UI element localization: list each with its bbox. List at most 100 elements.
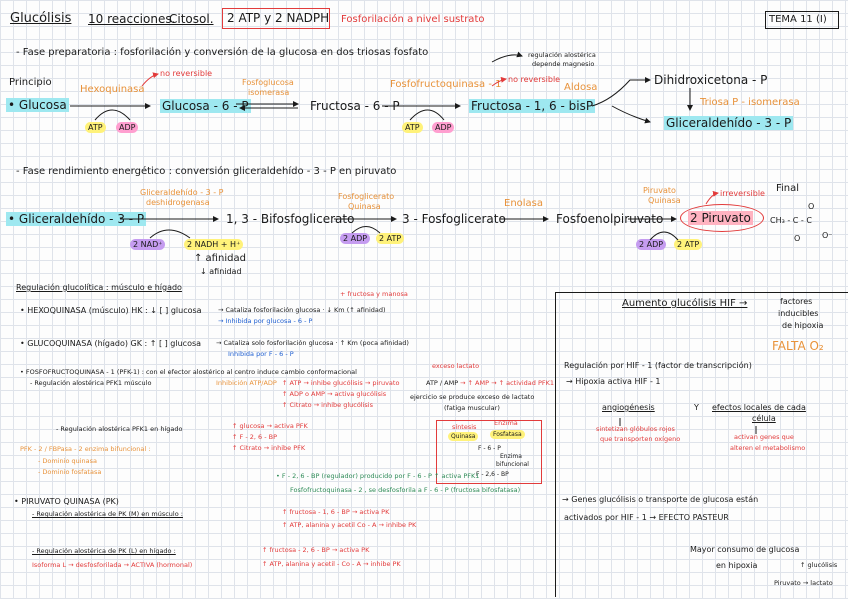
glucosa: • Glucosa bbox=[6, 98, 69, 112]
fase1-reg2: depende magnesio bbox=[532, 60, 595, 68]
atp-box bbox=[222, 8, 330, 29]
pfk-a2: ↑ ADP o AMP → activa glucólisis bbox=[282, 390, 387, 398]
gapdh2-label: deshidrogenasa bbox=[146, 198, 210, 207]
enolasa-label: Enolasa bbox=[504, 198, 544, 209]
adp1-badge: ADP bbox=[116, 122, 139, 133]
box-enzima: Enzima bbox=[494, 419, 518, 427]
g6p: Glucosa - 6 - P bbox=[160, 99, 251, 113]
arrow-hk-cofactor bbox=[94, 109, 131, 121]
arrow-pk-cofactor bbox=[649, 231, 679, 241]
pgk2-label: Quinasa bbox=[348, 202, 381, 211]
hif-reg: Regulación por HIF - 1 (factor de transc… bbox=[564, 361, 752, 370]
exceso-label: exceso lactato bbox=[432, 362, 480, 370]
pkq2-line: - Regulación alostérica de PK (L) en híg… bbox=[32, 547, 176, 555]
hexoquinasa-label: Hexoquinasa bbox=[80, 84, 145, 95]
f26b-line: Fosfofructoquinasa - 2 , se desfosforila… bbox=[290, 486, 521, 494]
arrow-gapdh-cofactor bbox=[149, 229, 191, 239]
gapdh-label: Gliceraldehído - 3 - P bbox=[140, 188, 224, 197]
header-reactions: 10 reacciones. bbox=[88, 12, 176, 26]
panel-divider-h bbox=[555, 292, 848, 293]
reg-title: Regulación glucolítica : músculo e hígad… bbox=[16, 283, 182, 292]
pkq1-line: - Regulación alostérica de PK (M) en mús… bbox=[32, 510, 183, 518]
afin1: ↑ afinidad bbox=[194, 253, 246, 264]
pkq1a: ↑ fructosa - 1, 6 - BP → activa PK bbox=[282, 508, 390, 516]
fase1-reg: regulación alostérica bbox=[528, 51, 596, 59]
hig-line: - Regulación alostérica PFK1 en hígado bbox=[56, 425, 183, 433]
hig1: ↑ glucosa → activa PFK bbox=[232, 422, 308, 430]
hif-mayor: Mayor consumo de glucosa bbox=[690, 545, 800, 554]
hif-genes2: activados por HIF - 1 → EFECTO PASTEUR bbox=[564, 513, 729, 522]
pk2-label: Quinasa bbox=[648, 196, 681, 205]
box-quinasa: Quinasa bbox=[448, 432, 479, 441]
box-fosfatasa: Fosfatasa bbox=[490, 430, 525, 439]
tema-label: TEMA 11 (I) bbox=[769, 14, 827, 25]
afin2: ↓ afinidad bbox=[200, 267, 242, 276]
pkq2c: ↑ ATP, alanina y acetil - Co - A → inhib… bbox=[262, 560, 401, 568]
pfk-a1: ↑ ATP → inhibe glucólisis → piruvato bbox=[282, 379, 400, 387]
header-atp: 2 ATP y 2 NADPH bbox=[227, 11, 330, 25]
pkq2a: ↑ fructosa - 2, 6 - BP → activa PK bbox=[262, 546, 370, 554]
pfk2b: - Dominio fosfatasa bbox=[38, 468, 102, 476]
pfk2-box bbox=[436, 420, 542, 484]
hif-activan2: alteren el metabolismo bbox=[730, 444, 806, 452]
formula: CH₃ - C - C bbox=[770, 216, 812, 225]
pfk-reg2: Inhibición ATP/ADP bbox=[216, 379, 277, 387]
hif-angio: angiogénesis bbox=[602, 403, 655, 412]
aldolasa-label: Aldosa bbox=[564, 82, 598, 93]
fase1-label: - Fase preparatoria : fosforilación y co… bbox=[16, 47, 429, 58]
pkq1b: ↑ ATP, alanina y acetil Co - A → inhibe … bbox=[282, 521, 417, 529]
arrow-pfk-cofactor bbox=[409, 109, 445, 121]
atp1-badge: ATP bbox=[85, 122, 106, 133]
gap2: • Gliceraldehído - 3 - P bbox=[6, 212, 147, 226]
header-phos: Fosforilación a nivel sustrato bbox=[341, 14, 485, 25]
panel-divider-v bbox=[555, 292, 556, 597]
amp2-label: → ↑ AMP → ↑ actividad PFK1 bbox=[460, 379, 555, 387]
pgk-label: Fosfoglicerato bbox=[338, 192, 395, 201]
hif-pir: Piruvato → lactato bbox=[774, 579, 833, 587]
arrow-irrev bbox=[705, 190, 719, 205]
arrow-pgk-cofactor bbox=[351, 226, 381, 234]
hif-inducibles: inducibles bbox=[778, 309, 819, 318]
header-location: Citosol. bbox=[169, 12, 214, 26]
box-bifuncional: bifuncional bbox=[496, 461, 529, 468]
hif-celula: célula bbox=[752, 414, 776, 423]
formula-o3: O bbox=[794, 234, 801, 243]
fase2-label: - Fase rendimiento energético : conversi… bbox=[16, 166, 397, 177]
adp3-badge: 2 ADP bbox=[340, 233, 371, 244]
dhap: Dihidroxicetona - P bbox=[654, 73, 768, 87]
hif-y: Y bbox=[694, 403, 699, 412]
tpi-label: Triosa P - isomerasa bbox=[700, 97, 800, 108]
pfk2a: - Dominio quinasa bbox=[38, 457, 98, 465]
final-label: Final bbox=[776, 183, 800, 194]
arrow-norev2 bbox=[491, 76, 507, 87]
arrow-aldolasa-up bbox=[591, 77, 651, 107]
box-f26bp: F - 2,6 - BP bbox=[476, 471, 509, 478]
piruvato: 2 Piruvato bbox=[688, 211, 753, 225]
box-f6p: F - 6 - P bbox=[478, 445, 501, 452]
hig2: ↑ F - 2, 6 - BP bbox=[232, 433, 277, 441]
arrow-reg bbox=[491, 51, 523, 63]
nad-badge: 2 NAD⁺ bbox=[130, 239, 166, 250]
pkq-line: • PIRUVATO QUINASA (PK) bbox=[14, 497, 119, 506]
hif-efectos: efectos locales de cada bbox=[712, 403, 806, 412]
hif-hipoxia: de hipoxia bbox=[782, 321, 824, 330]
hif-gluc: ↑ glucólisis bbox=[800, 561, 838, 569]
box-sintesis: síntesis bbox=[452, 423, 477, 431]
fosfoiso2-label: isomerasa bbox=[248, 88, 290, 97]
hif-falta: FALTA O₂ bbox=[772, 339, 824, 353]
arrow-norev1 bbox=[141, 72, 159, 87]
ejercicio-label: ejercicio se produce exceso de lactato bbox=[410, 393, 535, 401]
bpg: 1, 3 - Bifosfoglicerato bbox=[226, 212, 355, 226]
hif-mayor2: en hipoxia bbox=[716, 561, 758, 570]
f6p: Fructosa - 6 - P bbox=[310, 99, 400, 113]
atp4-badge: 2 ATP bbox=[674, 239, 703, 250]
pep: Fosfoenolpiruvato bbox=[556, 212, 664, 226]
piruvato-ellipse bbox=[680, 204, 764, 232]
gap1: Gliceraldehído - 3 - P bbox=[664, 116, 794, 130]
fosfoiso-label: Fosfoglucosa bbox=[242, 78, 294, 87]
formula-o1: O bbox=[808, 202, 815, 211]
pfk-reg: - Regulación alostérica PFK1 músculo bbox=[30, 379, 152, 387]
norev2-label: no reversible bbox=[508, 75, 561, 84]
principio-label: Principio bbox=[9, 77, 52, 88]
f26-line: • F - 2, 6 - BP (regulador) producido po… bbox=[276, 472, 480, 480]
